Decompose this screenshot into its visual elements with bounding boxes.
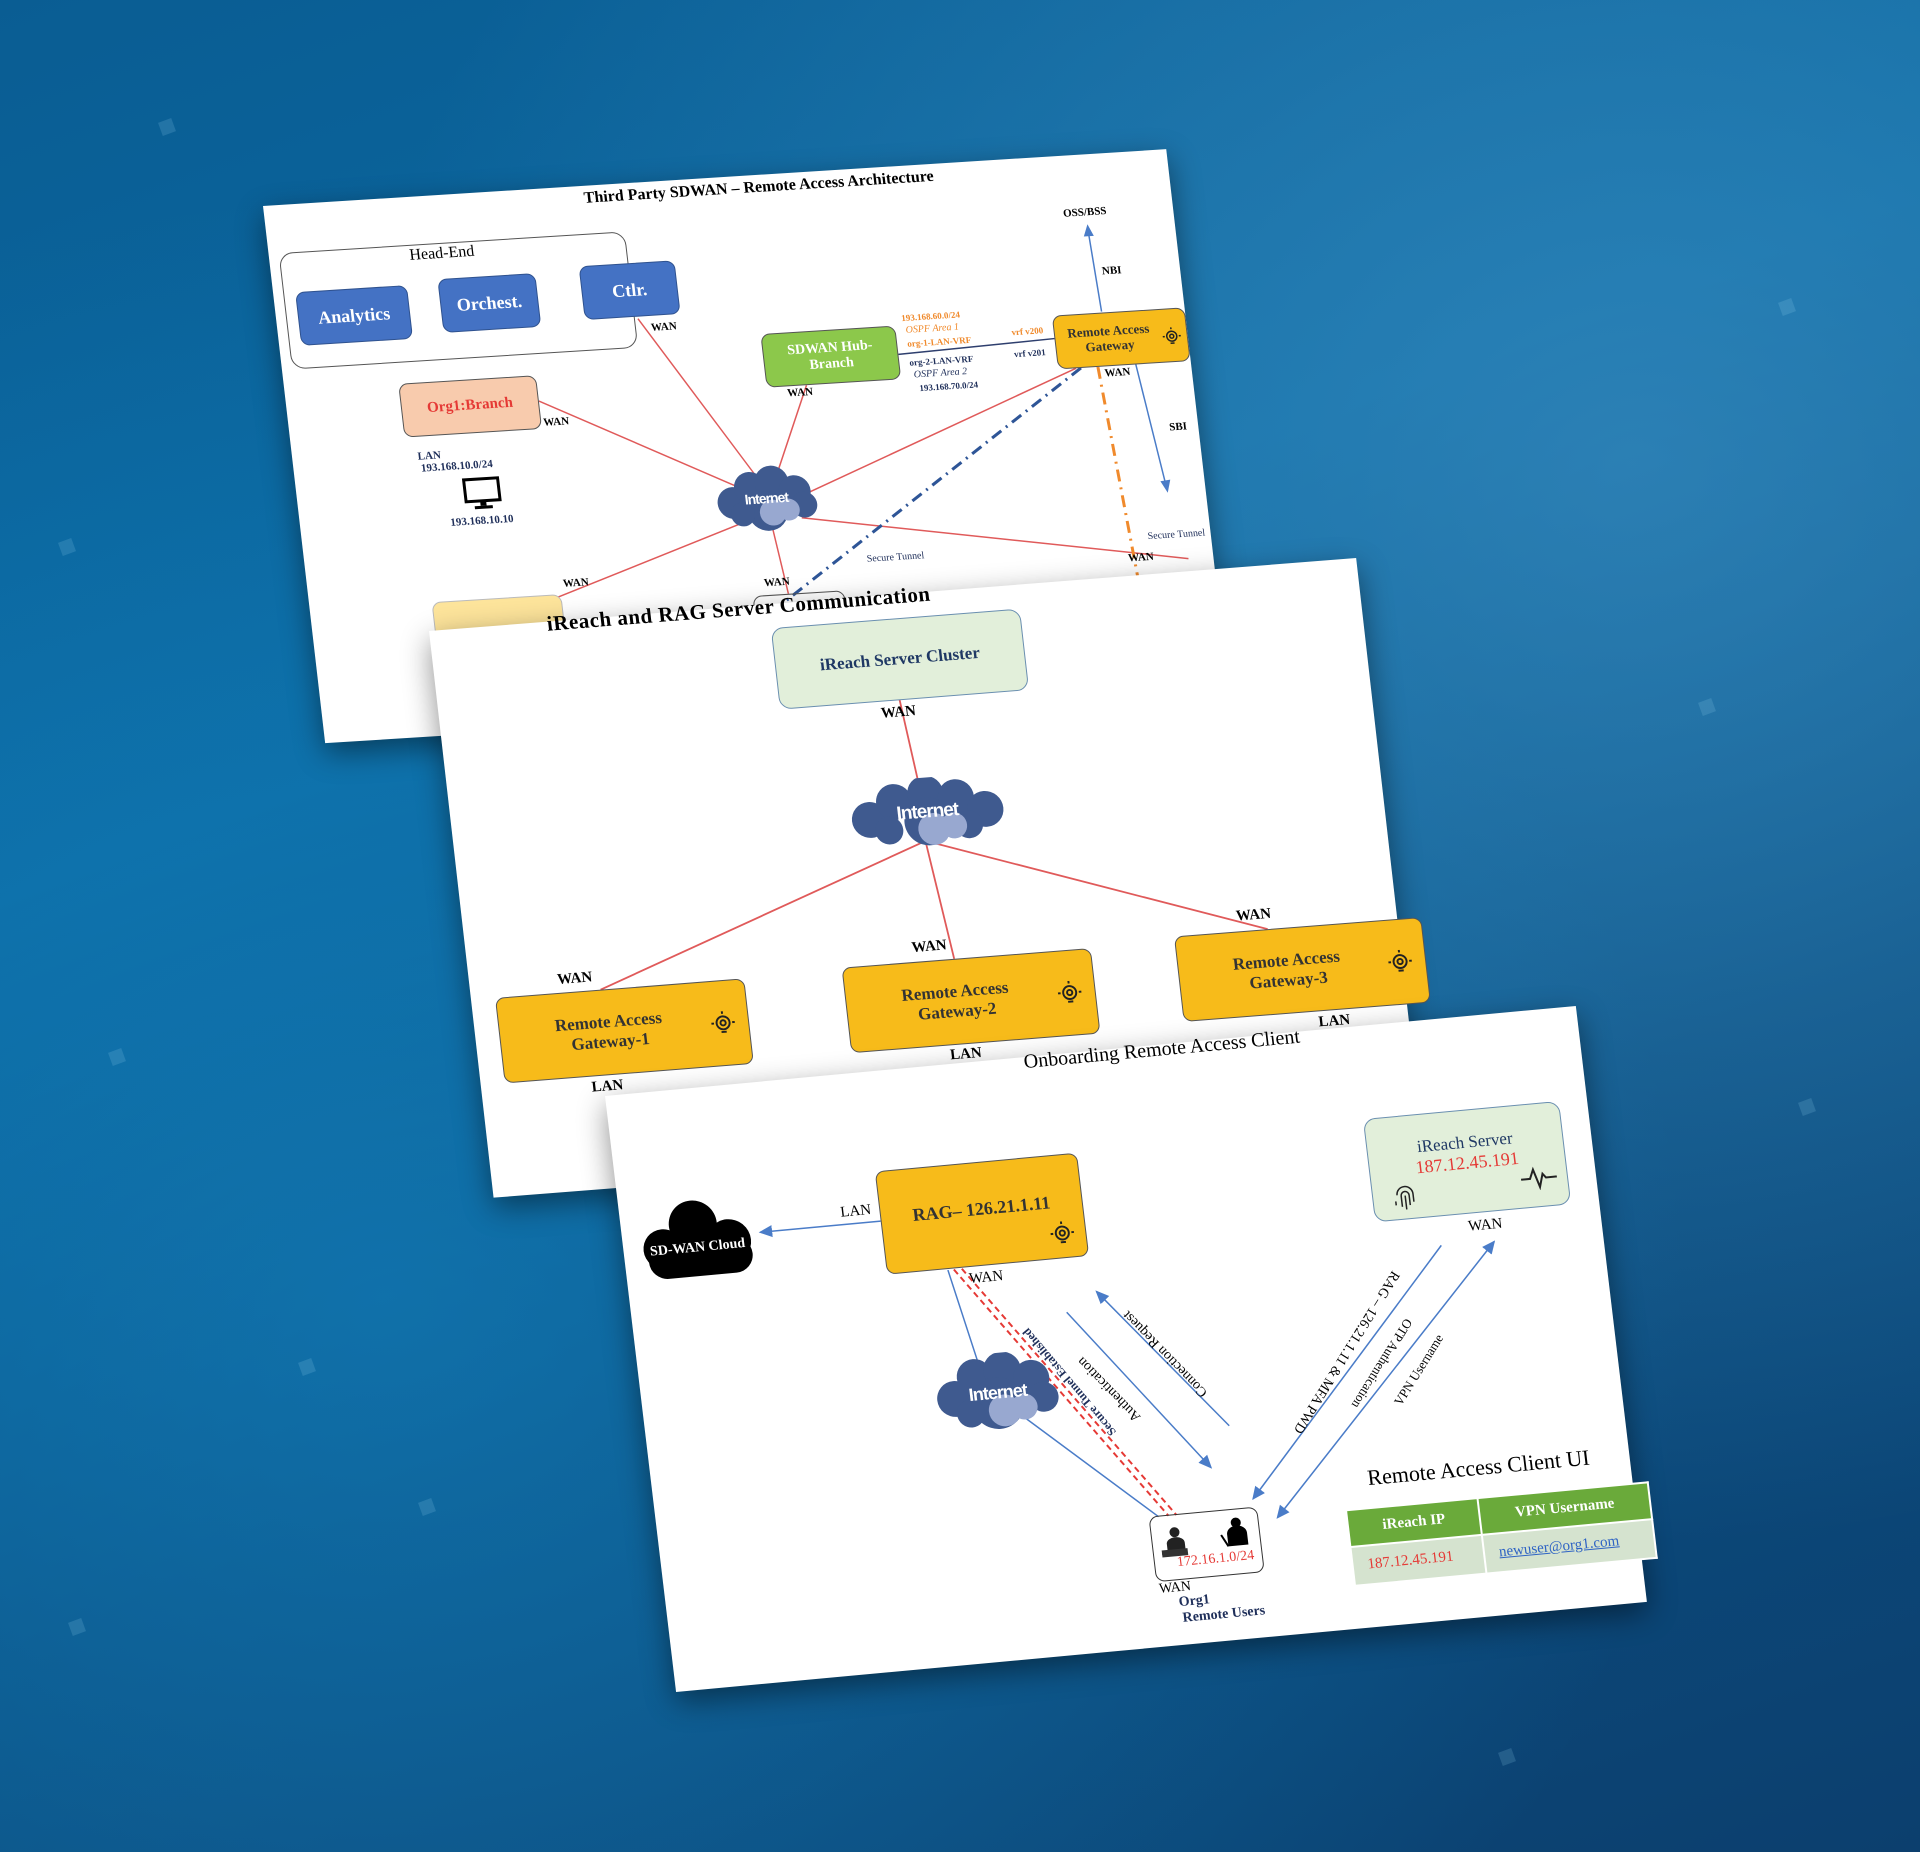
sbi-arrow [1135, 364, 1167, 486]
wan-label-bottomleft: WAN [562, 576, 590, 590]
lightbulb-icon [1388, 949, 1412, 972]
nbi-arrow [1087, 232, 1103, 312]
connection-request-arrow [1095, 1290, 1230, 1427]
ireach-server-box: iReach Server 187.12.45.191 [1362, 1100, 1572, 1223]
monitor-icon [461, 476, 502, 510]
sdwan-hub-branch-box: SDWAN Hub-Branch [760, 325, 902, 388]
orchestrator-box: Orchest. [437, 273, 542, 333]
wan-label-right: WAN [1127, 550, 1155, 565]
cloud-icon [851, 775, 1004, 846]
lan-label-rag: LAN [839, 1201, 873, 1221]
connection-lines [538, 224, 1189, 612]
slide-sdwan-architecture: Third Party SDWAN – Remote Access Archit… [263, 149, 1229, 744]
remote-access-gateway-box: Remote Access Gateway [1051, 307, 1191, 370]
sbi-label: SBI [1168, 420, 1188, 434]
secure-tunnel-orange [1096, 366, 1146, 612]
gateway-1-label: Remote Access Gateway-1 [553, 1008, 663, 1055]
rag-label: RAG– 126.21.1.11 [911, 1192, 1052, 1225]
authentication-arrow [1066, 1311, 1213, 1469]
wan-label-gw2: WAN [910, 937, 948, 957]
wan-label-ctlr: WAN [650, 320, 678, 334]
nbi-label: NBI [1101, 264, 1123, 278]
lightbulb-icon [1050, 1221, 1075, 1244]
gateway-2-label: Remote Access Gateway-2 [900, 978, 1010, 1024]
wan-label-rag: WAN [968, 1268, 1005, 1288]
controller-box: Ctlr. [578, 260, 681, 321]
connection-lines [758, 1220, 1496, 1519]
wan-label-cluster: WAN [880, 703, 917, 722]
wan-label-hub: WAN [786, 385, 814, 400]
link-internet-gw3 [930, 841, 1268, 930]
secure-tunnel-line-1 [953, 1268, 1170, 1517]
link-cluster-internet [898, 699, 921, 789]
user-laptop-icon [1220, 1517, 1249, 1547]
vpn-username-link[interactable]: newuser@org1.com [1498, 1533, 1621, 1561]
lightbulb-icon [711, 1011, 735, 1034]
wan-label-ireach: WAN [1467, 1215, 1504, 1235]
link-branch-internet [538, 400, 754, 495]
gateway-label: Remote Access Gateway [1066, 320, 1151, 355]
fingerprint-icon [1395, 1185, 1415, 1210]
wan-label-bottom: WAN [763, 575, 791, 590]
user-at-desk-icon [1161, 1527, 1189, 1558]
gateway-3-label: Remote Access Gateway-3 [1231, 947, 1341, 993]
link-internet-right [801, 517, 1189, 560]
sdwan-cloud: SD-WAN Cloud [628, 1191, 766, 1288]
internet-cloud: Internet [844, 771, 1012, 855]
vrf201-label: vrf v201 [1013, 347, 1047, 360]
wan-label-gateway: WAN [1104, 365, 1132, 380]
slide-onboarding-remote-access-client: Onboarding Remote Access Client SD-WAN C… [605, 1005, 1657, 1692]
wan-label-gw1: WAN [556, 969, 594, 988]
wan-label-branch: WAN [542, 415, 570, 429]
remote-access-gateway-3-box: Remote Access Gateway-3 [1173, 917, 1431, 1022]
internet-cloud: Internet [708, 462, 826, 537]
internet-cloud: Internet [928, 1347, 1067, 1440]
cloud-icon [717, 465, 818, 531]
org1-branch-box: Org1:Branch [398, 375, 543, 438]
vpn-username-arrow [1276, 1240, 1496, 1519]
internet-users-link [1025, 1417, 1159, 1518]
vrf200-label: vrf v200 [1010, 325, 1044, 338]
analytics-box: Analytics [295, 285, 414, 346]
link-internet-bottom [772, 529, 790, 594]
lightbulb-icon [1057, 980, 1082, 1003]
pulse-icon [1520, 1166, 1558, 1191]
cloud-icon [643, 1200, 753, 1279]
link-internet-gw1 [600, 842, 922, 991]
link-ctlr-internet [637, 318, 760, 481]
hub-gateway-link [898, 337, 1055, 356]
secure-tunnel-line-2 [961, 1268, 1178, 1516]
rag-box: RAG– 126.21.1.11 [874, 1152, 1090, 1275]
link-internet-gw2 [924, 842, 956, 959]
wan-label-gw3: WAN [1235, 905, 1272, 925]
link-hub-internet [774, 384, 808, 480]
cloud-icon [937, 1351, 1059, 1429]
link-gateway-internet [803, 367, 1077, 496]
remote-access-gateway-2-box: Remote Access Gateway-2 [841, 948, 1101, 1054]
rag-internet-link [947, 1269, 981, 1368]
rag-to-sdwan-arrow [758, 1220, 881, 1238]
connection-lines [600, 699, 1268, 991]
slide-ireach-rag-communication: iReach and RAG Server Communication iRea… [429, 558, 1431, 1198]
remote-access-gateway-1-box: Remote Access Gateway-1 [494, 978, 754, 1084]
lightbulb-icon [1162, 327, 1181, 345]
remote-users-box: 172.16.1.0/24 [1148, 1506, 1265, 1583]
link-internet-bottomleft [554, 520, 748, 600]
